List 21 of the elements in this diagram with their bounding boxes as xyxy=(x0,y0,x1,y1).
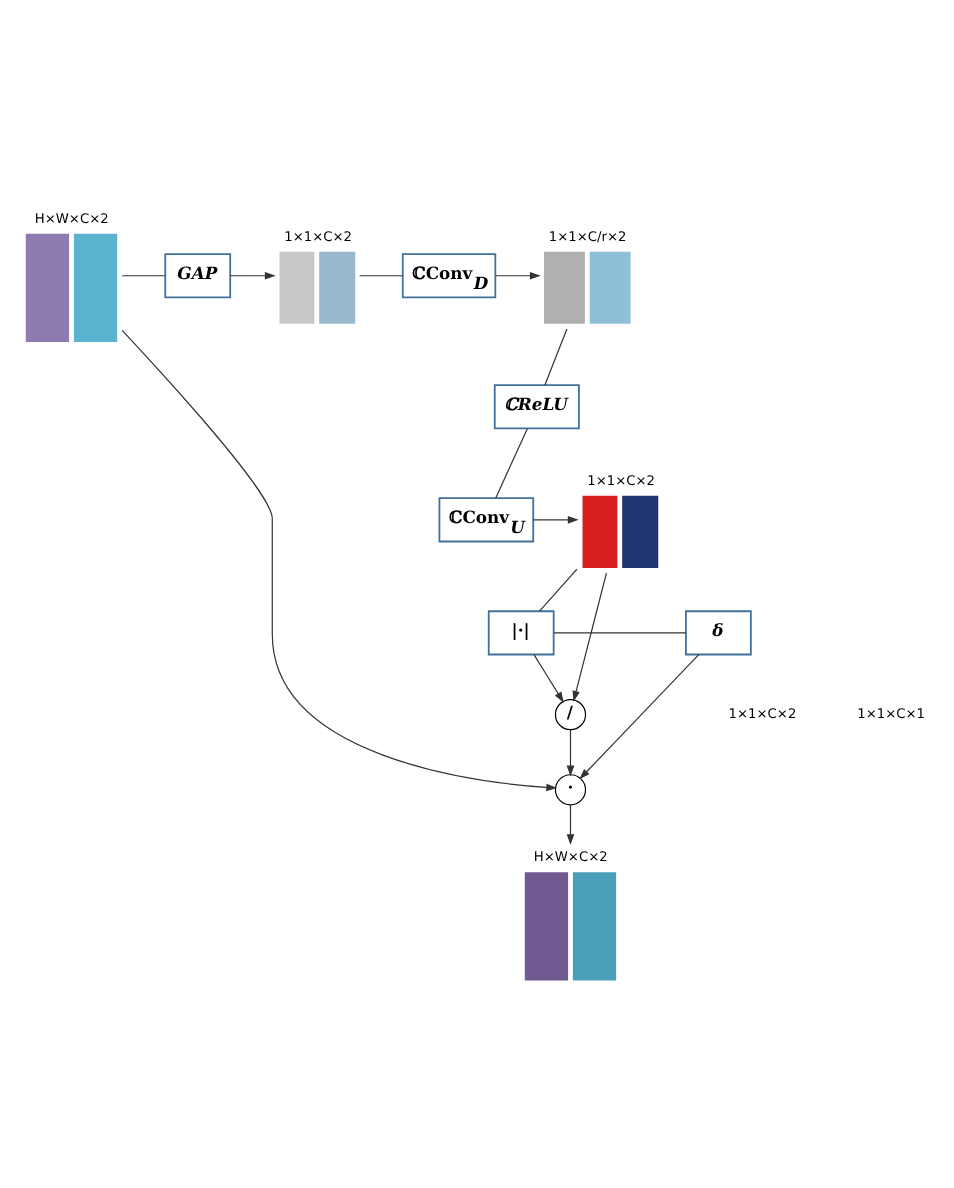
connector xyxy=(121,274,166,276)
node-box: ℂReLU xyxy=(493,383,580,429)
connector xyxy=(359,274,404,276)
arrow xyxy=(494,270,541,279)
node-circle: · xyxy=(554,773,587,805)
arrow xyxy=(566,803,575,844)
arrow xyxy=(572,571,608,701)
arrow xyxy=(566,728,575,776)
connector xyxy=(553,631,687,633)
arrow xyxy=(121,328,558,791)
arrow xyxy=(579,653,700,779)
node-box: |·| xyxy=(487,609,555,655)
connector xyxy=(495,427,528,498)
connector xyxy=(538,567,578,611)
arrow xyxy=(532,515,579,523)
node-box: GAP xyxy=(164,252,232,298)
connector xyxy=(544,327,568,385)
arrow xyxy=(229,270,276,279)
node-box: δ xyxy=(685,609,752,655)
arrow xyxy=(533,653,564,702)
node-circle: / xyxy=(554,698,587,730)
